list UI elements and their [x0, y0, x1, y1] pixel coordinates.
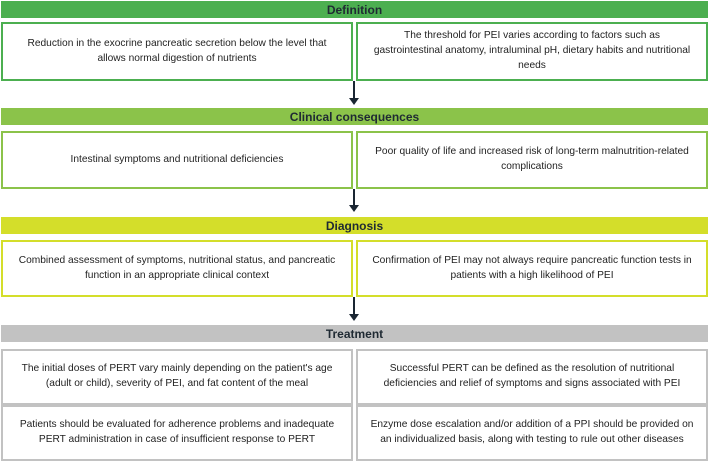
treatment-text-row2-right: Enzyme dose escalation and/or addition o… — [370, 419, 694, 445]
diagnosis-text-right: Confirmation of PEI may not always requi… — [372, 254, 692, 281]
clinical-text-right: Poor quality of life and increased risk … — [375, 146, 689, 172]
definition-header: Definition — [1, 1, 708, 18]
treatment-text-row1-left: The initial doses of PERT vary mainly de… — [21, 363, 333, 389]
definition-title: Definition — [326, 2, 383, 17]
definition-box-right: The threshold for PEI varies according t… — [356, 22, 708, 81]
definition-box-left: Reduction in the exocrine pancreatic sec… — [1, 22, 353, 81]
treatment-box-row1-left: The initial doses of PERT vary mainly de… — [1, 349, 353, 405]
treatment-box-row2-right: Enzyme dose escalation and/or addition o… — [356, 405, 708, 461]
clinical-text-left: Intestinal symptoms and nutritional defi… — [70, 153, 284, 165]
treatment-header: Treatment — [1, 325, 708, 342]
treatment-box-row2-left: Patients should be evaluated for adheren… — [1, 405, 353, 461]
definition-text-right: The threshold for PEI varies according t… — [373, 30, 691, 71]
diagnosis-box-right: Confirmation of PEI may not always requi… — [356, 240, 708, 297]
diagnosis-box-left: Combined assessment of symptoms, nutriti… — [1, 240, 353, 297]
treatment-box-row1-right: Successful PERT can be defined as the re… — [356, 349, 708, 405]
treatment-text-row2-left: Patients should be evaluated for adheren… — [19, 419, 335, 445]
diagnosis-title: Diagnosis — [325, 218, 384, 233]
clinical-title: Clinical consequences — [289, 109, 420, 124]
diagnosis-text-left: Combined assessment of symptoms, nutriti… — [18, 254, 336, 281]
diagnosis-header: Diagnosis — [1, 217, 708, 234]
treatment-text-row1-right: Successful PERT can be defined as the re… — [383, 363, 681, 389]
clinical-box-right: Poor quality of life and increased risk … — [356, 131, 708, 189]
treatment-title: Treatment — [325, 326, 384, 341]
clinical-header: Clinical consequences — [1, 108, 708, 125]
definition-text-left: Reduction in the exocrine pancreatic sec… — [27, 37, 327, 64]
clinical-box-left: Intestinal symptoms and nutritional defi… — [1, 131, 353, 189]
